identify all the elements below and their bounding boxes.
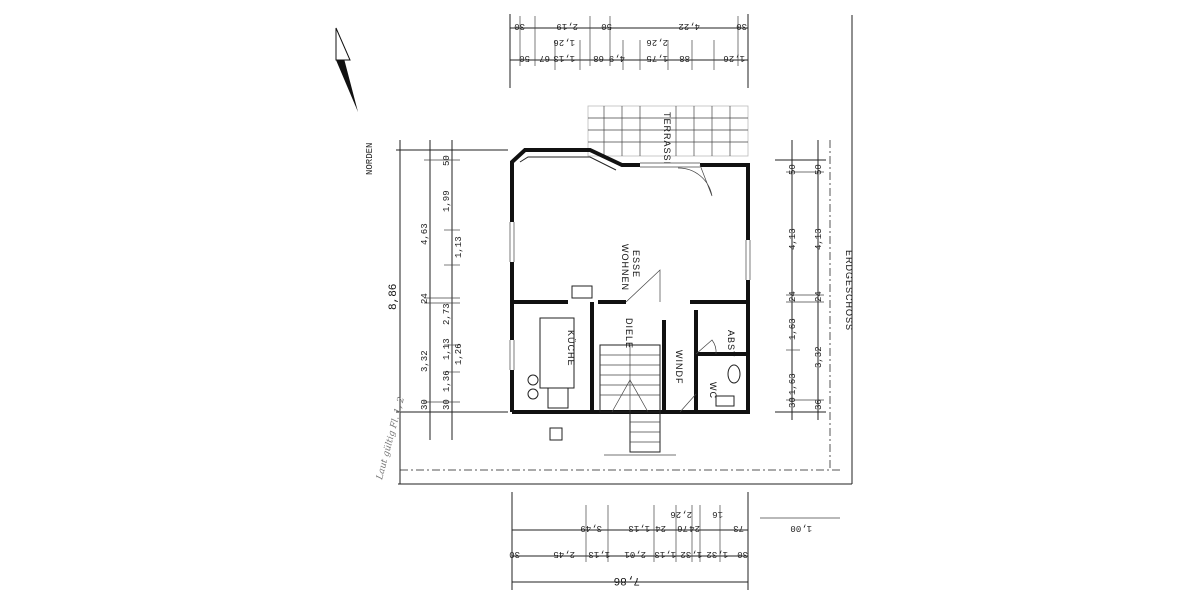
- room-label-kueche: KÜCHE: [566, 330, 576, 367]
- dim-label: 1,13: [588, 549, 610, 559]
- dim-label: 1,32: [706, 549, 728, 559]
- dim-label: 24: [788, 291, 798, 302]
- dim-label: 30: [420, 399, 430, 410]
- dim-label: 2,45: [553, 549, 575, 559]
- dim-label: 50: [814, 164, 824, 175]
- right-dimension-chain: 30 50 4,13 24 1,63 1,63 3,32 36 50 4,13 …: [775, 140, 826, 420]
- handwritten-note: Laut gültig Fl. 1, 2: [375, 396, 407, 482]
- dim-label: 1,63: [788, 318, 798, 340]
- dim-label: 30: [514, 21, 525, 31]
- dim-label: 1,36: [442, 370, 452, 392]
- dim-label: 1,13: [442, 338, 452, 360]
- dim-label: 4,22: [678, 21, 700, 31]
- dim-label: 88: [679, 53, 690, 63]
- dim-label: 3,32: [814, 346, 824, 368]
- dim-label: 2,19: [556, 21, 578, 31]
- dim-label: 1,13: [454, 236, 464, 258]
- dim-label: 50: [601, 21, 612, 31]
- dim-label: 1,13: [628, 523, 650, 533]
- left-dimension-chain: 8,86 30 3,32 24 4,63 30 1,36 1,26 1,13 2…: [388, 140, 508, 484]
- dim-label: 4,13: [814, 228, 824, 250]
- dim-label: 2,01: [624, 549, 646, 559]
- dim-label: 50: [788, 164, 798, 175]
- dim-label: 50: [519, 53, 530, 63]
- house-outline: [509, 148, 751, 456]
- dim-label: 3,32: [420, 350, 430, 372]
- dim-label: 1,26: [723, 53, 745, 63]
- dim-label: 3,49: [580, 523, 602, 533]
- dim-label: 30: [788, 397, 798, 408]
- dim-label: 76: [677, 523, 688, 533]
- dim-label: 68: [593, 53, 604, 63]
- total-height-label: 8,86: [388, 284, 400, 310]
- dim-label: 1,99: [442, 190, 452, 212]
- bottom-dimension-chain: 2,26 16 3,49 1,13 24 76 24 73 30 2,45 1,…: [509, 492, 840, 590]
- room-label-abst: ABST: [726, 330, 736, 358]
- dim-label: 1,75: [646, 53, 668, 63]
- dim-label: 24: [814, 291, 824, 302]
- dim-label: 1,63: [788, 373, 798, 395]
- dim-label: 30: [737, 549, 748, 559]
- dim-label: 1,13: [654, 549, 676, 559]
- total-width-label: 7,86: [614, 574, 640, 586]
- dim-label: 1,26: [454, 343, 464, 365]
- dim-label: 30: [442, 399, 452, 410]
- dim-label: 1,00: [790, 523, 812, 533]
- dim-label: 50: [442, 155, 452, 166]
- dim-label: 4,9: [609, 53, 625, 63]
- room-label-diele: DIELE: [624, 318, 634, 349]
- dim-label: 73: [733, 523, 744, 533]
- dim-label: 1,26: [553, 37, 575, 47]
- floor-label: ERDGESCHOSS: [844, 250, 854, 331]
- dim-label: 4,13: [788, 228, 798, 250]
- dim-label: 30: [736, 21, 747, 31]
- dim-label: 4,63: [420, 223, 430, 245]
- terrace-paving: [587, 105, 749, 157]
- dim-label: 1,32: [680, 549, 702, 559]
- dim-label: 2,26: [670, 509, 692, 519]
- room-label-windf: WINDF: [674, 350, 684, 385]
- dim-label: 30: [509, 549, 520, 559]
- dim-label: 24: [689, 523, 700, 533]
- dim-label: 24: [420, 293, 430, 304]
- room-label-terrasse: TERRASSE: [662, 112, 672, 169]
- dim-label: 1,13: [553, 53, 575, 63]
- dim-label: 24: [655, 523, 666, 533]
- dim-label: 16: [712, 509, 723, 519]
- north-arrow-icon: [335, 27, 358, 112]
- north-label: NORDEN: [365, 143, 375, 175]
- room-label-wc: WC: [708, 382, 718, 399]
- room-label-wohnen: WOHNEN: [620, 244, 630, 291]
- dim-label: 2,26: [646, 37, 668, 47]
- room-label-esse: ESSE: [631, 250, 641, 278]
- top-dimension-chain: 30 2,19 50 4,22 30 1,26 2,26 50 67 1,13 …: [509, 14, 749, 88]
- dim-label: 2,73: [442, 303, 452, 325]
- dim-label: 67: [539, 53, 550, 63]
- dim-label: 36: [814, 399, 824, 410]
